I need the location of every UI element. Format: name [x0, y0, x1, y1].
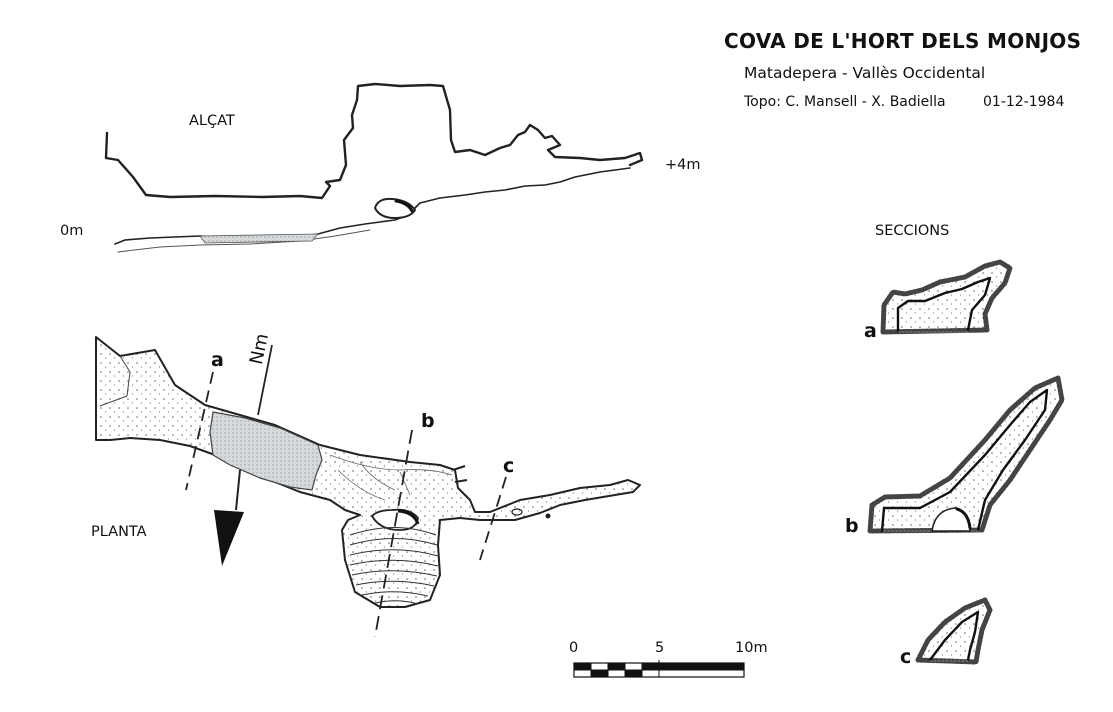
elevation-profile	[104, 82, 644, 253]
section-a-shape	[880, 259, 1013, 335]
survey-credit: Topo: C. Mansell - X. Badiella	[744, 94, 946, 110]
north-arrow-icon	[214, 510, 244, 566]
cross-sections	[867, 259, 1065, 665]
depth-label-bottom: 0m	[60, 223, 84, 239]
plan-marker-c: c	[503, 455, 515, 477]
survey-title: COVA DE L'HORT DELS MONJOS	[724, 29, 1082, 53]
plan-label: PLANTA	[91, 524, 147, 540]
sections-label: SECCIONS	[875, 223, 950, 239]
plan-lake	[209, 411, 323, 491]
scale-label-5: 5	[655, 640, 665, 656]
section-line-c	[479, 476, 507, 561]
scale-label-10m: 10m	[735, 640, 768, 656]
section-b-label: b	[845, 515, 859, 537]
section-line-a	[185, 371, 214, 491]
section-a-label: a	[864, 320, 877, 342]
section-line-b	[374, 429, 413, 638]
plan-marker-b: b	[421, 410, 435, 432]
depth-label-top: +4m	[665, 157, 701, 173]
north-line	[257, 344, 273, 416]
plan-view	[95, 336, 641, 638]
plan-pit-contours	[349, 527, 439, 605]
elevation-water	[199, 233, 319, 244]
elevation-label: ALÇAT	[189, 113, 235, 129]
survey-location: Matadepera - Vallès Occidental	[744, 64, 986, 82]
elevation-floor-line	[114, 167, 631, 245]
scale-bar	[573, 660, 745, 678]
survey-date: 01-12-1984	[983, 94, 1065, 110]
elevation-ceiling-line	[104, 82, 644, 200]
section-c-label: c	[900, 646, 912, 668]
scale-label-0: 0	[569, 640, 579, 656]
plan-marker-a: a	[211, 349, 224, 371]
section-b-shape	[867, 375, 1065, 534]
